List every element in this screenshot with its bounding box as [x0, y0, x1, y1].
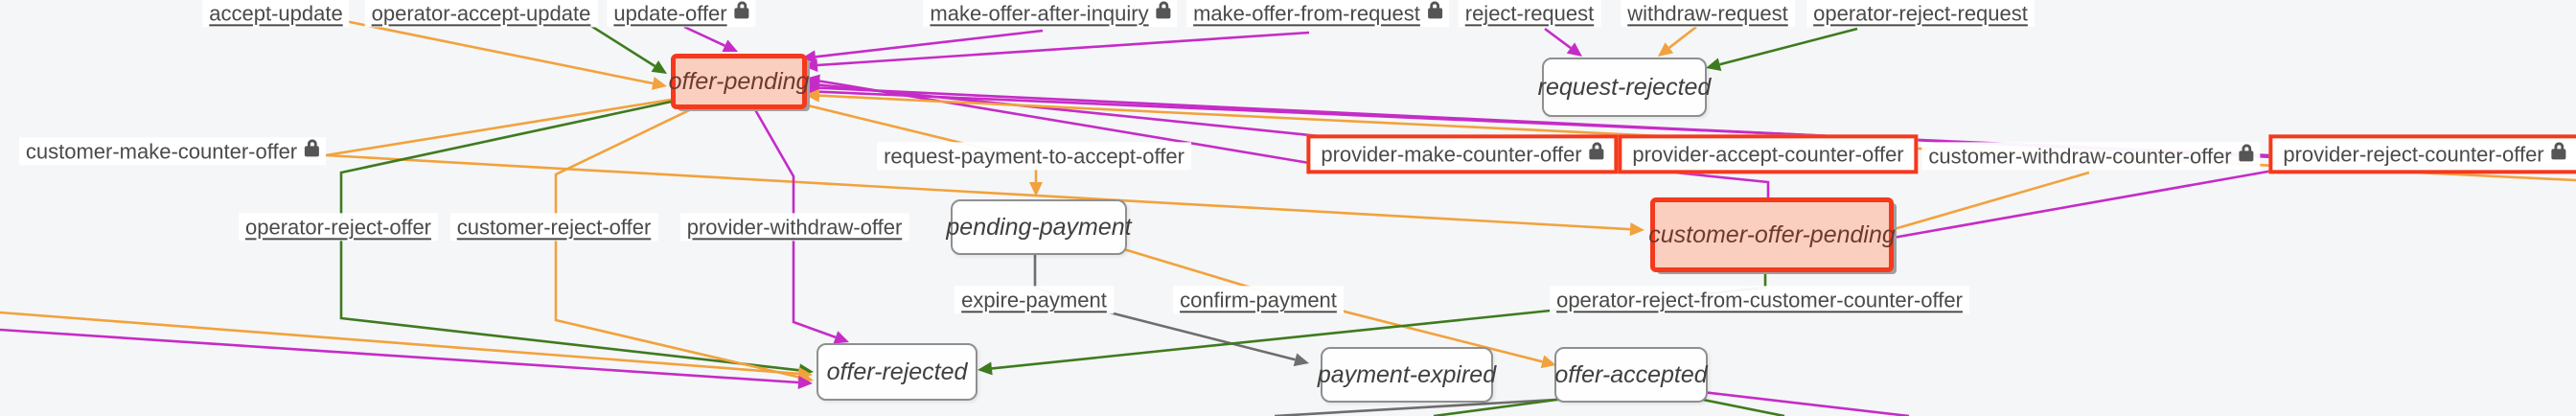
- lock-icon: [1427, 1, 1442, 19]
- lock-icon: [734, 1, 749, 19]
- state-node-label: pending-payment: [946, 213, 1132, 241]
- edge: [683, 25, 725, 47]
- transition-label-accept-update[interactable]: accept-update: [202, 0, 350, 28]
- edge: [1274, 397, 1573, 416]
- edge: [816, 31, 1310, 67]
- edge: [1668, 25, 1697, 49]
- edge-arrowhead: [651, 60, 667, 74]
- edge-arrowhead: [797, 366, 813, 381]
- state-node-label: request-rejected: [1537, 73, 1712, 101]
- transition-label-text: provider-reject-counter-offer: [2283, 142, 2544, 167]
- state-node-pending-payment[interactable]: pending-payment: [946, 199, 1132, 255]
- edge-arrowhead: [978, 361, 993, 376]
- transition-label-make-offer-after-inquiry[interactable]: make-offer-after-inquiry: [923, 0, 1178, 28]
- edge: [1881, 169, 2274, 242]
- state-node-label: offer-rejected: [826, 358, 968, 385]
- edge-arrowhead: [722, 39, 738, 53]
- edge: [1697, 397, 1785, 416]
- transition-label-provider-make-counter-offer[interactable]: provider-make-counter-offer: [1306, 134, 1619, 174]
- edge-arrowhead: [651, 77, 667, 90]
- state-node-offer-accepted[interactable]: offer-accepted: [1554, 347, 1708, 403]
- transition-label-text: provider-accept-counter-offer: [1632, 142, 1904, 167]
- edge-arrowhead: [1566, 42, 1582, 57]
- transition-label-text: confirm-payment: [1180, 288, 1337, 312]
- transition-label-text: expire-payment: [961, 288, 1107, 312]
- lock-icon: [1589, 142, 1604, 160]
- transition-label-provider-reject-counter-offer[interactable]: provider-reject-counter-offer: [2268, 134, 2576, 174]
- edge: [586, 21, 656, 68]
- transition-label-text: operator-accept-update: [371, 1, 591, 26]
- edge: [554, 98, 800, 379]
- transition-label-reject-request[interactable]: reject-request: [1458, 0, 1601, 28]
- edge: [815, 29, 1044, 58]
- transition-label-request-payment-to-accept-offer[interactable]: request-payment-to-accept-offer: [877, 142, 1191, 171]
- state-node-customer-offer-pending[interactable]: customer-offer-pending: [1648, 197, 1896, 272]
- edge-arrowhead: [1540, 355, 1556, 369]
- edge-arrowhead: [803, 58, 818, 72]
- edge-arrowhead: [833, 331, 849, 344]
- transition-label-text: operator-reject-from-customer-counter-of…: [1556, 288, 1963, 312]
- lock-icon: [2239, 144, 2254, 162]
- transition-label-withdraw-request[interactable]: withdraw-request: [1621, 0, 1795, 28]
- transition-label-text: provider-withdraw-offer: [686, 215, 903, 240]
- edge-arrowhead: [1029, 182, 1043, 196]
- transition-label-text: customer-reject-offer: [456, 215, 652, 240]
- transition-label-text: update-offer: [613, 1, 727, 26]
- transition-label-provider-withdraw-offer[interactable]: provider-withdraw-offer: [679, 213, 909, 242]
- edge: [818, 83, 1770, 197]
- lock-icon: [305, 139, 320, 157]
- transition-label-customer-reject-offer[interactable]: customer-reject-offer: [449, 213, 658, 242]
- transition-label-update-offer[interactable]: update-offer: [607, 0, 756, 28]
- transition-label-text: customer-make-counter-offer: [25, 139, 298, 164]
- edge-arrowhead: [1658, 42, 1674, 57]
- state-node-label: offer-pending: [668, 67, 810, 95]
- edge: [1544, 27, 1572, 50]
- state-node-label: offer-accepted: [1554, 360, 1708, 388]
- edge: [339, 98, 800, 372]
- edge-arrowhead: [801, 50, 816, 64]
- transition-label-customer-make-counter-offer[interactable]: customer-make-counter-offer: [18, 137, 327, 166]
- edge-arrowhead: [797, 376, 813, 389]
- transition-label-operator-reject-from-customer-counter-offer[interactable]: operator-reject-from-customer-counter-of…: [1550, 286, 1969, 314]
- edge: [1719, 27, 1858, 66]
- transition-label-operator-reject-offer[interactable]: operator-reject-offer: [238, 213, 439, 242]
- state-node-offer-pending[interactable]: offer-pending: [668, 54, 810, 109]
- transition-label-expire-payment[interactable]: expire-payment: [954, 286, 1114, 314]
- transition-label-text: customer-withdraw-counter-offer: [1928, 144, 2232, 169]
- transition-label-make-offer-from-request[interactable]: make-offer-from-request: [1186, 0, 1449, 28]
- transition-label-text: request-payment-to-accept-offer: [884, 144, 1184, 169]
- edge-arrowhead: [1629, 222, 1644, 237]
- lock-icon: [1156, 1, 1171, 19]
- transition-label-text: operator-reject-offer: [244, 215, 432, 240]
- edge-arrowhead: [805, 88, 820, 103]
- transition-label-text: provider-make-counter-offer: [1321, 142, 1582, 167]
- transition-label-operator-accept-update[interactable]: operator-accept-update: [364, 0, 598, 28]
- state-node-payment-expired[interactable]: payment-expired: [1317, 347, 1497, 403]
- lock-icon: [2551, 142, 2566, 160]
- transition-label-text: accept-update: [209, 1, 343, 26]
- state-node-offer-rejected[interactable]: offer-rejected: [816, 343, 978, 401]
- state-node-label: customer-offer-pending: [1648, 220, 1896, 248]
- edge: [1701, 390, 1910, 416]
- transition-label-text: withdraw-request: [1627, 1, 1788, 26]
- transition-label-provider-accept-counter-offer[interactable]: provider-accept-counter-offer: [1618, 134, 1919, 174]
- state-node-request-rejected[interactable]: request-rejected: [1538, 58, 1711, 117]
- transition-label-customer-withdraw-counter-offer[interactable]: customer-withdraw-counter-offer: [1921, 142, 2261, 171]
- edge: [344, 19, 654, 85]
- edge: [0, 311, 799, 376]
- transition-label-operator-reject-request[interactable]: operator-reject-request: [1806, 0, 2035, 28]
- transition-label-text: make-offer-from-request: [1193, 1, 1420, 26]
- transition-label-text: operator-reject-request: [1813, 1, 2028, 26]
- edge: [0, 328, 799, 384]
- state-node-label: payment-expired: [1317, 360, 1497, 388]
- edge: [748, 99, 837, 339]
- edge: [1883, 171, 2090, 234]
- edge-arrowhead: [1293, 353, 1309, 367]
- edge-arrowhead: [1706, 58, 1722, 72]
- transition-label-text: reject-request: [1464, 1, 1595, 26]
- edge: [1433, 397, 1565, 416]
- transition-label-text: make-offer-after-inquiry: [930, 1, 1149, 26]
- transition-label-confirm-payment[interactable]: confirm-payment: [1173, 286, 1344, 314]
